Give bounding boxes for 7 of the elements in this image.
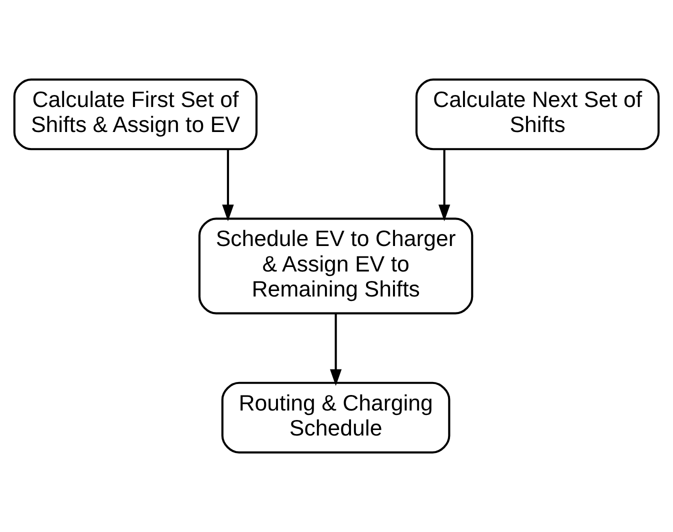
- node-box: Routing & Charging Schedule: [221, 382, 450, 454]
- arrow: [330, 314, 342, 386]
- arrow: [438, 149, 450, 222]
- node-box: Calculate First Set of Shifts & Assign to EV: [13, 78, 258, 150]
- node-box: Schedule EV to Charger & Assign EV to Remaining Shifts: [198, 218, 474, 314]
- arrow: [222, 149, 234, 222]
- node-box: Calculate Next Set of Shifts: [415, 78, 660, 150]
